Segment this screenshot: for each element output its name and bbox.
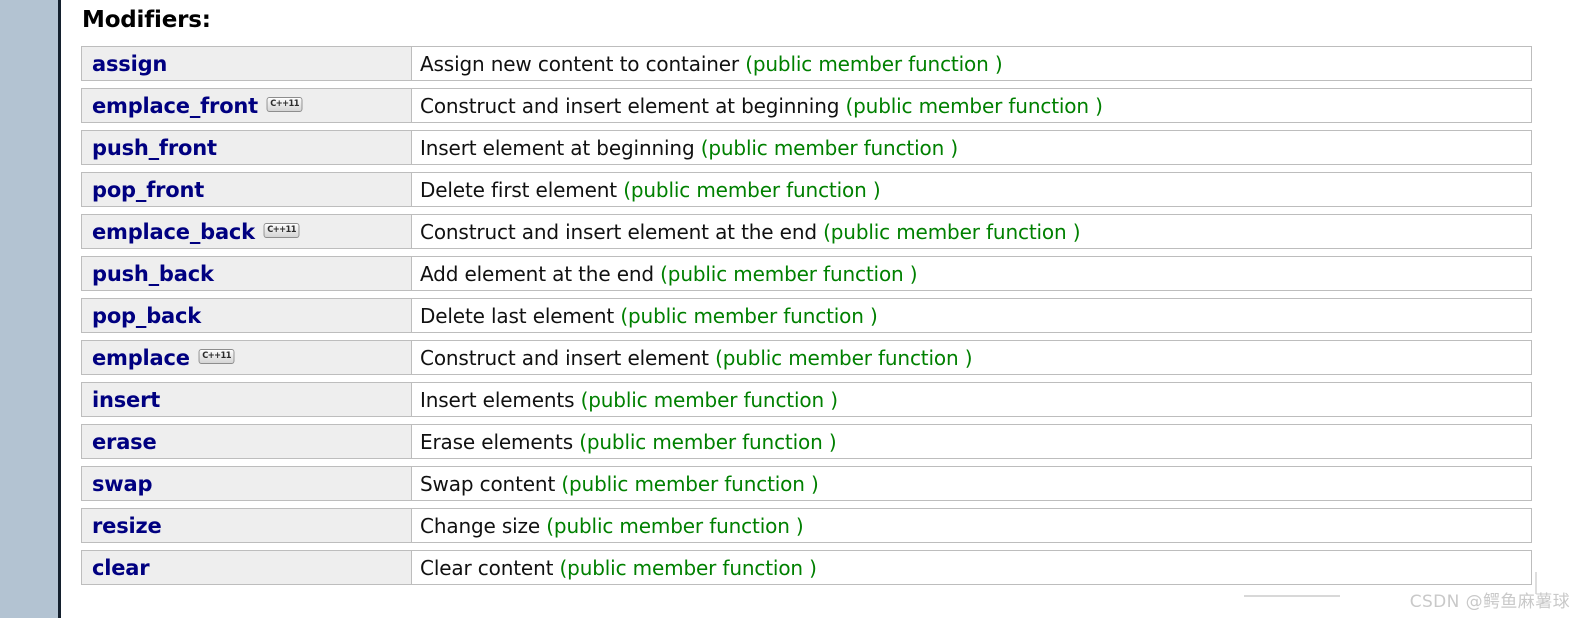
member-name-cell: pop_front (81, 172, 412, 208)
member-description-text: Construct and insert element (420, 345, 716, 370)
member-description-cell: Construct and insert element (public mem… (412, 340, 1532, 376)
member-name-cell: swap (81, 466, 412, 502)
member-description-text: Add element at the end (420, 261, 661, 286)
member-name-cell: assign (81, 46, 412, 82)
member-description-text: Construct and insert element at the end (420, 219, 824, 244)
member-description-text: Swap content (420, 471, 562, 496)
member-description-cell: Delete last element (public member funct… (412, 298, 1532, 334)
table-row: emplace_front C++11 Construct and insert e… (81, 88, 1532, 124)
member-description-cell: Clear content (public member function ) (412, 550, 1532, 586)
member-function-link[interactable]: emplace (92, 345, 190, 370)
table-row: resize Change size (public member functio… (81, 508, 1532, 544)
table-row: emplace_back C++11 Construct and insert el… (81, 214, 1532, 250)
cxx11-badge-icon: C++11 (263, 222, 300, 238)
member-kind-text: (public member function ) (620, 303, 878, 328)
member-kind-text: (public member function ) (579, 429, 837, 454)
member-description-text: Delete last element (420, 303, 621, 328)
member-name-cell: emplace_front C++11 (81, 88, 412, 124)
member-function-link[interactable]: push_back (92, 261, 214, 286)
table-row: emplace C++11 Construct and insert element… (81, 340, 1532, 376)
page-title: Modifiers: (82, 7, 211, 33)
table-row: clear Clear content (public member functi… (81, 550, 1532, 586)
watermark-tick (1535, 572, 1537, 594)
member-description-text: Erase elements (420, 429, 580, 454)
member-name-cell: resize (81, 508, 412, 544)
member-kind-text: (public member function ) (715, 345, 973, 370)
member-function-link[interactable]: resize (92, 513, 162, 538)
member-description-text: Insert elements (420, 387, 581, 412)
member-description-cell: Erase elements (public member function ) (412, 424, 1532, 460)
member-kind-text: (public member function ) (660, 261, 918, 286)
member-kind-text: (public member function ) (580, 387, 838, 412)
member-description-text: Change size (420, 513, 547, 538)
member-description-cell: Change size (public member function ) (412, 508, 1532, 544)
member-function-link[interactable]: clear (92, 555, 150, 580)
member-function-link[interactable]: pop_back (92, 303, 202, 328)
member-function-link[interactable]: insert (92, 387, 161, 412)
table-row: push_back Add element at the end (public … (81, 256, 1532, 292)
member-name-cell: emplace_back C++11 (81, 214, 412, 250)
member-description-cell: Insert element at beginning (public memb… (412, 130, 1532, 166)
member-name-cell: erase (81, 424, 412, 460)
content-area: Modifiers: assign Assign new content to c… (61, 0, 1578, 618)
member-name-cell: push_back (81, 256, 412, 292)
member-kind-text: (public member function ) (559, 555, 817, 580)
member-function-table-body: assign Assign new content to container (p… (81, 46, 1532, 586)
table-row: pop_back Delete last element (public memb… (81, 298, 1532, 334)
member-description-cell: Construct and insert element at beginnin… (412, 88, 1532, 124)
table-row: swap Swap content (public member function… (81, 466, 1532, 502)
cxx11-badge-icon: C++11 (198, 348, 235, 364)
csdn-watermark: CSDN @鳄鱼麻薯球 (1409, 592, 1570, 612)
watermark-rule (1244, 595, 1340, 597)
member-description-cell: Swap content (public member function ) (412, 466, 1532, 502)
member-function-link[interactable]: emplace_back (92, 219, 255, 244)
member-kind-text: (public member function ) (561, 471, 819, 496)
member-description-cell: Construct and insert element at the end … (412, 214, 1532, 250)
member-kind-text: (public member function ) (845, 93, 1103, 118)
member-function-link[interactable]: pop_front (92, 177, 205, 202)
member-description-text: Construct and insert element at beginnin… (420, 93, 846, 118)
member-description-text: Insert element at beginning (420, 135, 701, 160)
member-description-cell: Assign new content to container (public … (412, 46, 1532, 82)
member-name-cell: insert (81, 382, 412, 418)
member-function-link[interactable]: assign (92, 51, 168, 76)
cxx11-badge-icon: C++11 (266, 96, 303, 112)
member-kind-text: (public member function ) (745, 51, 1003, 76)
table-row: pop_front Delete first element (public me… (81, 172, 1532, 208)
member-name-cell: push_front (81, 130, 412, 166)
member-description-cell: Delete first element (public member func… (412, 172, 1532, 208)
member-function-link[interactable]: swap (92, 471, 153, 496)
table-row: insert Insert elements (public member fun… (81, 382, 1532, 418)
member-kind-text: (public member function ) (823, 219, 1081, 244)
member-name-cell: clear (81, 550, 412, 586)
sidebar-rail (0, 0, 61, 618)
member-description-cell: Add element at the end (public member fu… (412, 256, 1532, 292)
table-row: erase Erase elements (public member funct… (81, 424, 1532, 460)
member-description-text: Delete first element (420, 177, 624, 202)
member-description-text: Clear content (420, 555, 560, 580)
member-function-link[interactable]: emplace_front (92, 93, 259, 118)
member-kind-text: (public member function ) (700, 135, 958, 160)
table-row: assign Assign new content to container (p… (81, 46, 1532, 82)
member-description-text: Assign new content to container (420, 51, 746, 76)
member-function-table: assign Assign new content to container (p… (81, 39, 1532, 592)
member-kind-text: (public member function ) (546, 513, 804, 538)
member-function-link[interactable]: push_front (92, 135, 217, 160)
member-description-cell: Insert elements (public member function … (412, 382, 1532, 418)
member-name-cell: emplace C++11 (81, 340, 412, 376)
table-row: push_front Insert element at beginning (p… (81, 130, 1532, 166)
member-kind-text: (public member function ) (623, 177, 881, 202)
member-name-cell: pop_back (81, 298, 412, 334)
member-function-link[interactable]: erase (92, 429, 157, 454)
